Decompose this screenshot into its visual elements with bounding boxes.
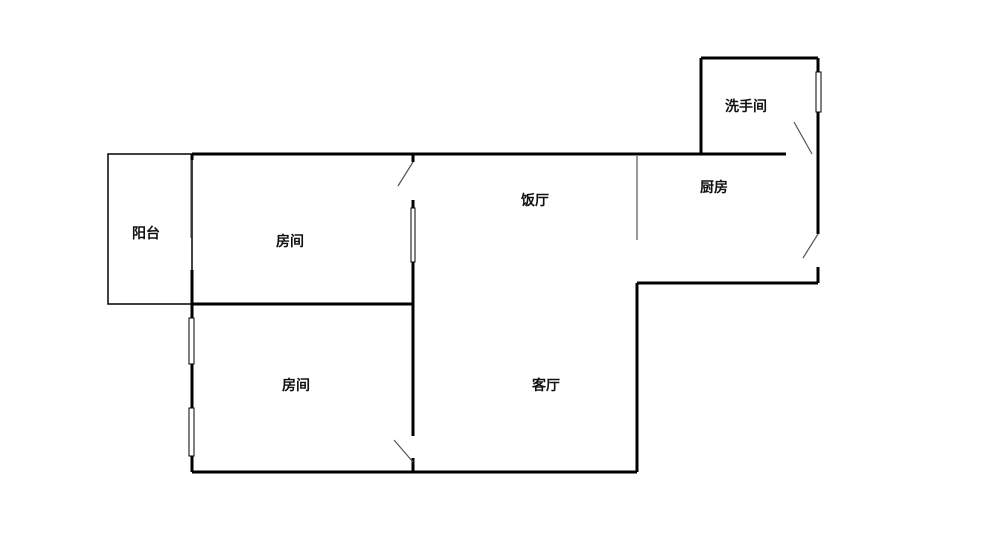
window <box>188 407 195 457</box>
balcony-outline <box>107 153 193 305</box>
door-swing <box>397 161 414 187</box>
door-swing <box>393 439 414 463</box>
room-label-bathroom: 洗手间 <box>725 99 767 115</box>
door-swing <box>793 121 813 155</box>
room-label-living: 客厅 <box>532 378 560 394</box>
room-label-kitchen: 厨房 <box>700 180 728 196</box>
door-swing <box>802 233 819 259</box>
walls <box>190 56 820 474</box>
thin-lines <box>190 121 819 463</box>
room-label-bedroom: 房间 <box>276 234 304 250</box>
window <box>410 207 416 263</box>
window <box>188 317 195 365</box>
windows <box>188 71 822 457</box>
room-label-balcony: 阳台 <box>132 226 160 242</box>
window <box>815 71 822 113</box>
room-label-dining: 饭厅 <box>521 193 549 209</box>
room-label-bedroom: 房间 <box>282 378 310 394</box>
